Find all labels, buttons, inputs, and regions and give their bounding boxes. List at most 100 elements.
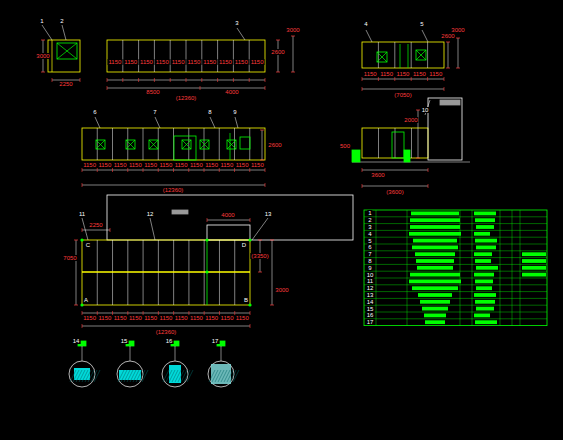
dimension-tick	[186, 78, 187, 82]
panel-joint	[170, 40, 171, 72]
panel-joint	[97, 128, 98, 160]
dimension-tick	[444, 77, 445, 81]
dimension-text: 1150	[412, 71, 427, 77]
hatch	[172, 370, 178, 382]
panel-joint	[112, 128, 113, 160]
dimension-tick	[258, 240, 262, 241]
column-dot	[248, 303, 251, 306]
window-cross	[416, 50, 426, 60]
callout-number: 3	[367, 224, 372, 230]
dimension-tick	[97, 168, 98, 172]
dimension-tick	[362, 184, 363, 188]
dimension-tick	[260, 160, 264, 161]
callout-number: C	[85, 242, 91, 248]
dimension-tick	[265, 78, 266, 82]
dimension-tick	[107, 78, 108, 82]
table-row	[364, 278, 547, 279]
title-frame	[107, 195, 353, 240]
table-cell-fill	[474, 273, 494, 277]
dimension-line	[262, 130, 263, 160]
dimension-tick	[74, 240, 78, 241]
dimension-tick	[122, 78, 123, 82]
dimension-line	[82, 313, 250, 314]
table-cell-fill	[475, 239, 497, 243]
table-row	[364, 271, 547, 272]
dimension-line	[76, 240, 77, 305]
dimension-tick	[428, 168, 429, 172]
hatch	[94, 370, 100, 382]
dimension-tick	[107, 86, 108, 90]
leader-line	[155, 117, 160, 128]
callout-number: B	[243, 297, 249, 303]
leader-line	[237, 28, 245, 40]
detail-circle	[162, 361, 188, 387]
callout-number: 3	[234, 20, 239, 26]
callout-number: 11	[366, 278, 374, 284]
dimension-tick	[233, 78, 234, 82]
dimension-text: 2000	[403, 117, 418, 123]
window-cross	[182, 140, 191, 149]
hatch	[82, 370, 88, 382]
dimension-text: 3000	[450, 27, 465, 33]
column-dot	[205, 238, 208, 241]
dimension-tick	[444, 87, 445, 91]
dimension-line	[293, 36, 294, 72]
callout-number: 7	[152, 109, 157, 115]
panel-joint	[234, 128, 235, 160]
dimension-tick	[456, 68, 460, 69]
table-cell-fill	[474, 293, 496, 297]
dimension-line	[82, 230, 110, 231]
dimension-tick	[112, 168, 113, 172]
window	[416, 50, 426, 60]
leader-line	[130, 346, 131, 361]
dimension-text: 1150	[123, 59, 138, 65]
dimension-tick	[258, 272, 262, 273]
table-row	[364, 223, 547, 224]
dimension-text: 8500	[145, 89, 160, 95]
dimension-text: 7050	[62, 255, 77, 261]
table-cell-fill	[411, 212, 459, 216]
dimension-text: (12360)	[175, 95, 198, 101]
window-cross	[126, 140, 135, 149]
callout-number: 1	[367, 210, 372, 216]
leader-line	[82, 218, 88, 240]
dimension-text: 1150	[428, 71, 443, 77]
table-row	[364, 237, 547, 238]
dimension-tick	[158, 168, 159, 172]
panel-joint	[394, 42, 395, 68]
dimension-tick	[52, 78, 53, 82]
callout-number: 16	[165, 338, 174, 344]
table-cell-fill	[476, 225, 494, 229]
table-cell-fill	[410, 218, 460, 222]
callout-number: 2	[59, 18, 64, 24]
panel-joint	[378, 128, 379, 158]
table-cell-fill	[418, 293, 452, 297]
dimension-text: 1150	[174, 162, 189, 168]
door-line	[400, 44, 401, 68]
dimension-tick	[219, 168, 220, 172]
table-row	[364, 318, 547, 319]
callout-number: 13	[264, 211, 273, 217]
dimension-tick	[204, 168, 205, 172]
title-bar	[172, 210, 188, 214]
dimension-text: 3600	[370, 172, 385, 178]
dimension-text: 1150	[113, 162, 128, 168]
window-cross	[126, 140, 135, 149]
column-dot	[248, 238, 251, 241]
dimension-line	[448, 42, 449, 68]
dimension-text: 2600	[440, 33, 455, 39]
window	[200, 140, 209, 149]
dimension-text: 1150	[220, 315, 235, 321]
table-cell-fill	[424, 314, 446, 318]
leader-line	[95, 117, 100, 128]
callout-number: 17	[366, 319, 375, 325]
window-cross	[200, 140, 209, 149]
table-row	[364, 250, 547, 251]
panel-joint	[249, 40, 250, 72]
leader-line	[42, 25, 52, 40]
callout-number: 8	[367, 258, 372, 264]
window-cross	[96, 140, 105, 149]
callout-number: 13	[366, 292, 375, 298]
table-cell-fill	[476, 307, 494, 311]
